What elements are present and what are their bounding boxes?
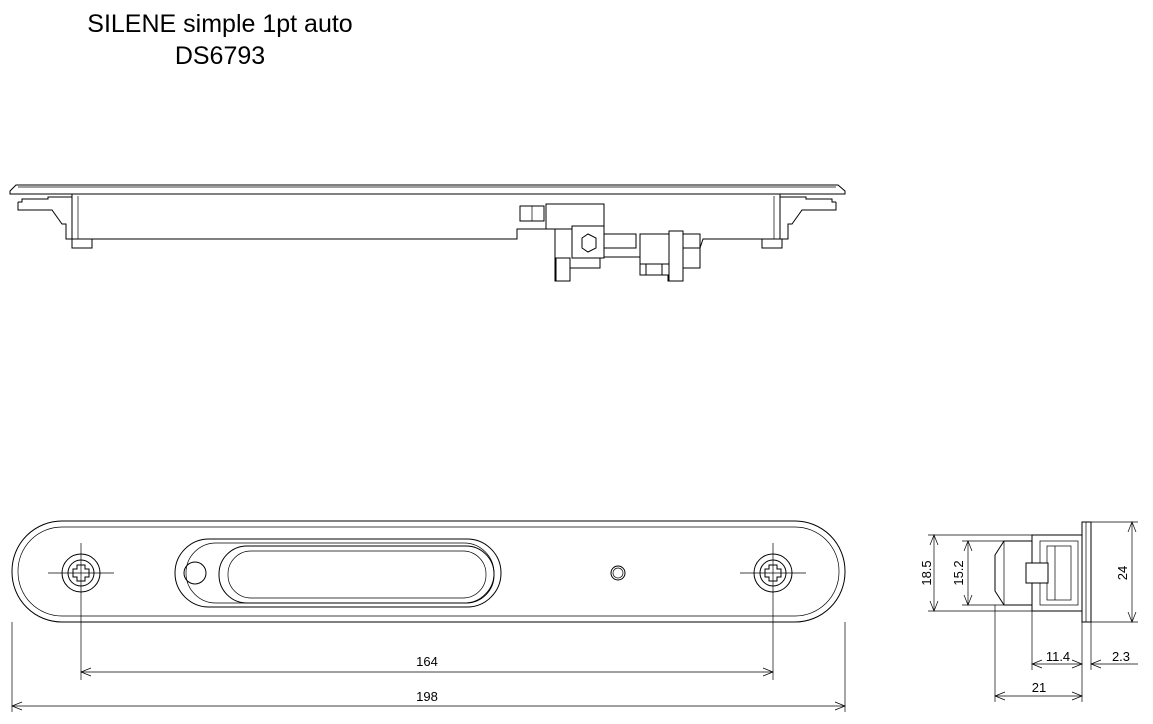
- top-view-right-tab: [780, 196, 837, 240]
- drawing-reference: DS6793: [174, 42, 266, 70]
- dimension-2-3: 2.3: [1112, 649, 1130, 664]
- side-view-plate: [1081, 521, 1092, 623]
- top-view-left-tab: [17, 196, 72, 240]
- right-screw: [740, 543, 806, 603]
- dimension-24: 24: [1115, 566, 1130, 580]
- dimension-164: 164: [416, 654, 438, 669]
- dimension-15-2: 15.2: [951, 560, 966, 585]
- front-view: 164 198: [11, 520, 846, 712]
- dimension-21: 21: [1032, 680, 1046, 695]
- front-view-plate: [11, 520, 846, 623]
- side-view-latch: [994, 540, 1032, 606]
- top-view-faceplate: [9, 184, 846, 195]
- left-screw: [48, 543, 114, 603]
- side-view: 18.5 15.2 24 11.4 2.3 21: [919, 521, 1138, 702]
- top-view: [9, 184, 846, 282]
- handle-recess: [174, 538, 502, 608]
- dimension-18-5: 18.5: [919, 560, 934, 585]
- dimension-11-4: 11.4: [1046, 649, 1070, 664]
- drawing-title: SILENE simple 1pt auto: [87, 10, 353, 38]
- small-hole: [610, 565, 626, 581]
- dimension-198: 198: [416, 689, 438, 704]
